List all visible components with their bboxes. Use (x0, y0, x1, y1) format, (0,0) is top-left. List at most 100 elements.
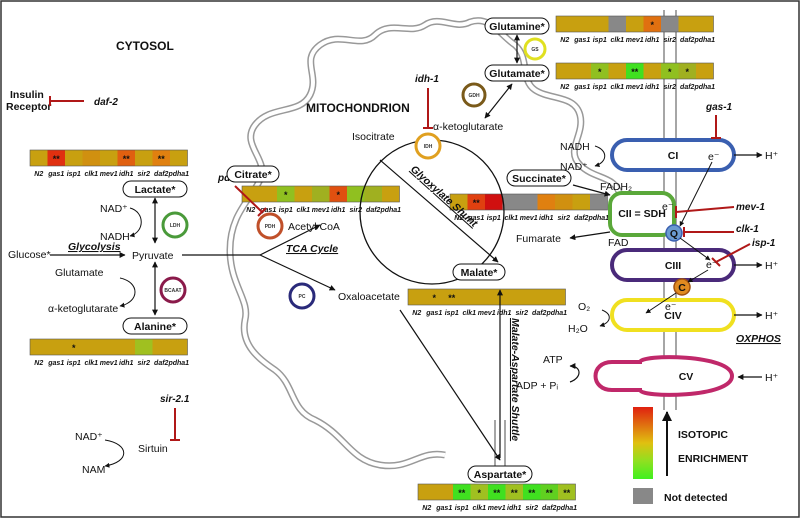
heatmap-cell (170, 150, 188, 166)
fad-label: FAD (608, 237, 629, 249)
heatmap-cell (678, 16, 696, 32)
strain-label: mev1 (100, 360, 118, 367)
strain-label: daf2 (366, 207, 381, 214)
heatmap-cell (523, 484, 541, 500)
heatmap-cell (450, 194, 468, 210)
significance-star: ** (631, 67, 639, 77)
significance-star: ** (511, 488, 519, 498)
glycolysis-label: Glycolysis (68, 241, 121, 253)
strain-label: idh1 (507, 505, 521, 512)
strain-label: idh1 (497, 310, 511, 317)
mas-label: Malate-Aspartate Shuttle (509, 318, 521, 441)
malate-label: Malate* (461, 267, 499, 279)
strain-label: clk1 (84, 171, 98, 178)
heatmap-cell (117, 339, 135, 355)
strain-label: isp1 (67, 360, 81, 367)
strain-label: isp1 (279, 207, 293, 214)
strain-label: daf2 (680, 37, 695, 44)
strain-label: sir2 (664, 37, 677, 44)
svg-text:C: C (678, 282, 686, 294)
heatmap-cell (678, 63, 696, 79)
strain-label: idh1 (331, 207, 345, 214)
strain-label: pdha1 (545, 310, 567, 317)
heatmap-cell (558, 484, 576, 500)
mitochondrion-title: MITOCHONDRION (306, 101, 410, 115)
heatmap-cell (573, 63, 591, 79)
h2o-label: H₂O (568, 323, 588, 335)
nad-plus-sirtuin-label: NAD⁺ (75, 431, 103, 443)
heatmap-cell (152, 339, 170, 355)
significance-star: * (336, 190, 340, 200)
strain-label: gas1 (47, 171, 64, 178)
significance-star: * (432, 293, 436, 303)
heatmap-cell (100, 150, 118, 166)
heatmap-cell (47, 339, 65, 355)
strain-label: idh1 (645, 84, 659, 91)
glucose-label: Glucose* (8, 249, 51, 261)
ldh-enzyme (161, 211, 189, 239)
strain-label: mev1 (100, 171, 118, 178)
strain-label: clk1 (472, 505, 486, 512)
strain-label: gas1 (573, 84, 590, 91)
heatmap-cell (347, 186, 365, 202)
gas1-label: gas-1 (705, 102, 733, 113)
pdh-enzyme (256, 212, 284, 240)
hplus-cv: H⁺ (765, 372, 779, 384)
strain-label: daf2 (680, 84, 695, 91)
lactate-label: Lactate* (135, 184, 177, 196)
svg-text:CIV: CIV (664, 310, 682, 322)
significance-star: ** (563, 488, 571, 498)
heatmap-border (555, 62, 714, 80)
svg-text:Q: Q (670, 228, 678, 240)
strain-label: pdha1 (587, 215, 609, 222)
significance-star: * (477, 488, 481, 498)
glutamine-label: Glutamine* (489, 21, 545, 33)
strain-label: daf2 (154, 360, 169, 367)
svg-text:BCAAT: BCAAT (164, 288, 181, 294)
strain-label: pdha1 (693, 84, 715, 91)
electron-civ: e⁻ (665, 301, 677, 313)
gdh-enzyme (461, 82, 487, 108)
heatmap-cell (513, 289, 531, 305)
ubiquinone-q (665, 224, 683, 242)
significance-star: * (650, 20, 654, 30)
bcaat-enzyme (159, 276, 187, 304)
significance-star: ** (123, 154, 131, 164)
heatmap-cell (485, 194, 503, 210)
sirtuin-label: Sirtuin (138, 443, 168, 455)
aspartate-label: Aspartate* (474, 469, 527, 481)
acetylcoa-label: Acetyl CoA (288, 221, 340, 233)
strain-label: N2 (412, 310, 421, 317)
heatmap-cell (294, 186, 312, 202)
heatmap-cell (540, 484, 558, 500)
strain-label: sir2 (516, 310, 529, 317)
significance-star: ** (458, 488, 466, 498)
strain-label: N2 (560, 37, 569, 44)
heatmap-cell (135, 150, 153, 166)
heatmap-border (555, 15, 714, 33)
strain-label: isp1 (593, 84, 607, 91)
heatmap-cell (661, 63, 679, 79)
aspartate-box (467, 465, 533, 483)
strain-label: isp1 (67, 171, 81, 178)
strain-label: clk1 (84, 360, 98, 367)
lactate-box (122, 180, 188, 198)
heatmap-cell (135, 339, 153, 355)
nadh-mito-label: NADH (560, 141, 590, 153)
strain-label: clk1 (296, 207, 310, 214)
heatmap-cell (590, 194, 608, 210)
strain-label: gas1 (573, 37, 590, 44)
significance-star: * (72, 343, 76, 353)
strain-label: sir2 (350, 207, 363, 214)
adp-label: ADP + Pᵢ (516, 380, 558, 392)
heatmap-border (29, 149, 188, 167)
strain-label: pdha1 (555, 505, 577, 512)
atp-label: ATP (543, 354, 563, 366)
isotopic-label-2: ENRICHMENT (678, 453, 749, 465)
hplus-ciii: H⁺ (765, 260, 779, 272)
significance-star: * (685, 67, 689, 77)
strain-label: idh1 (119, 171, 133, 178)
